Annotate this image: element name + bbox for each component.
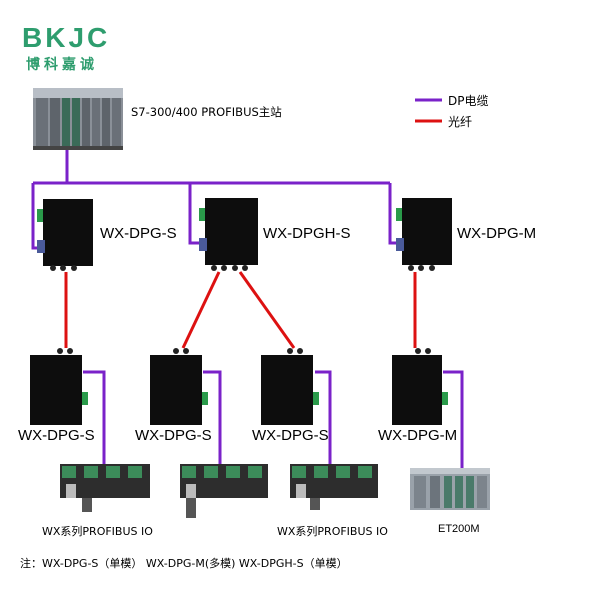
converter-top-mid [199,198,258,271]
converter-bottom-3 [261,348,319,425]
legend-fiber-label: 光纤 [448,115,473,129]
dp-cable-io-1 [83,370,106,470]
converter-top-right [396,198,452,271]
io-label-3: WX系列PROFIBUS IO [277,525,388,538]
brand-logo: BKJC [22,22,110,53]
et200m-label: ET200M [438,523,480,535]
converter-bottom-4 [392,348,448,425]
legend-dp-label: DP电缆 [448,94,489,108]
io-modules-3 [290,464,378,510]
device-label-top-right: WX-DPG-M [457,225,537,242]
fiber-mid-b [238,271,296,349]
device-label-top-left: WX-DPG-S [100,225,177,242]
dp-cable-io-2 [203,370,222,470]
footnote: 注：WX-DPG-S（单模） WX-DPG-M(多模) WX-DPGH-S（单模… [20,557,348,570]
device-label-bottom-4: WX-DPG-M [378,427,458,444]
device-label-bottom-3: WX-DPG-S [252,427,329,444]
master-plc [33,88,123,150]
converter-bottom-2 [150,348,208,425]
converter-top-left [37,199,93,271]
fiber-cables [64,271,417,349]
legend-lines [415,98,442,123]
dp-cable-et200 [443,370,464,470]
io-modules-2 [180,464,268,518]
brand-name: 博科嘉诚 [26,57,98,73]
device-label-top-mid: WX-DPGH-S [263,225,351,242]
fiber-mid-a [181,271,221,349]
device-label-bottom-1: WX-DPG-S [18,427,95,444]
converter-bottom-1 [30,348,88,425]
device-label-bottom-2: WX-DPG-S [135,427,212,444]
et200m-rack [410,468,490,510]
master-station-label: S7-300/400 PROFIBUS主站 [131,105,282,119]
dp-cable-io-3 [315,370,332,470]
io-label-1: WX系列PROFIBUS IO [42,525,153,538]
io-modules-1 [60,464,150,512]
logo-wordmark: BKJC [22,22,110,53]
dp-cables [31,150,464,470]
